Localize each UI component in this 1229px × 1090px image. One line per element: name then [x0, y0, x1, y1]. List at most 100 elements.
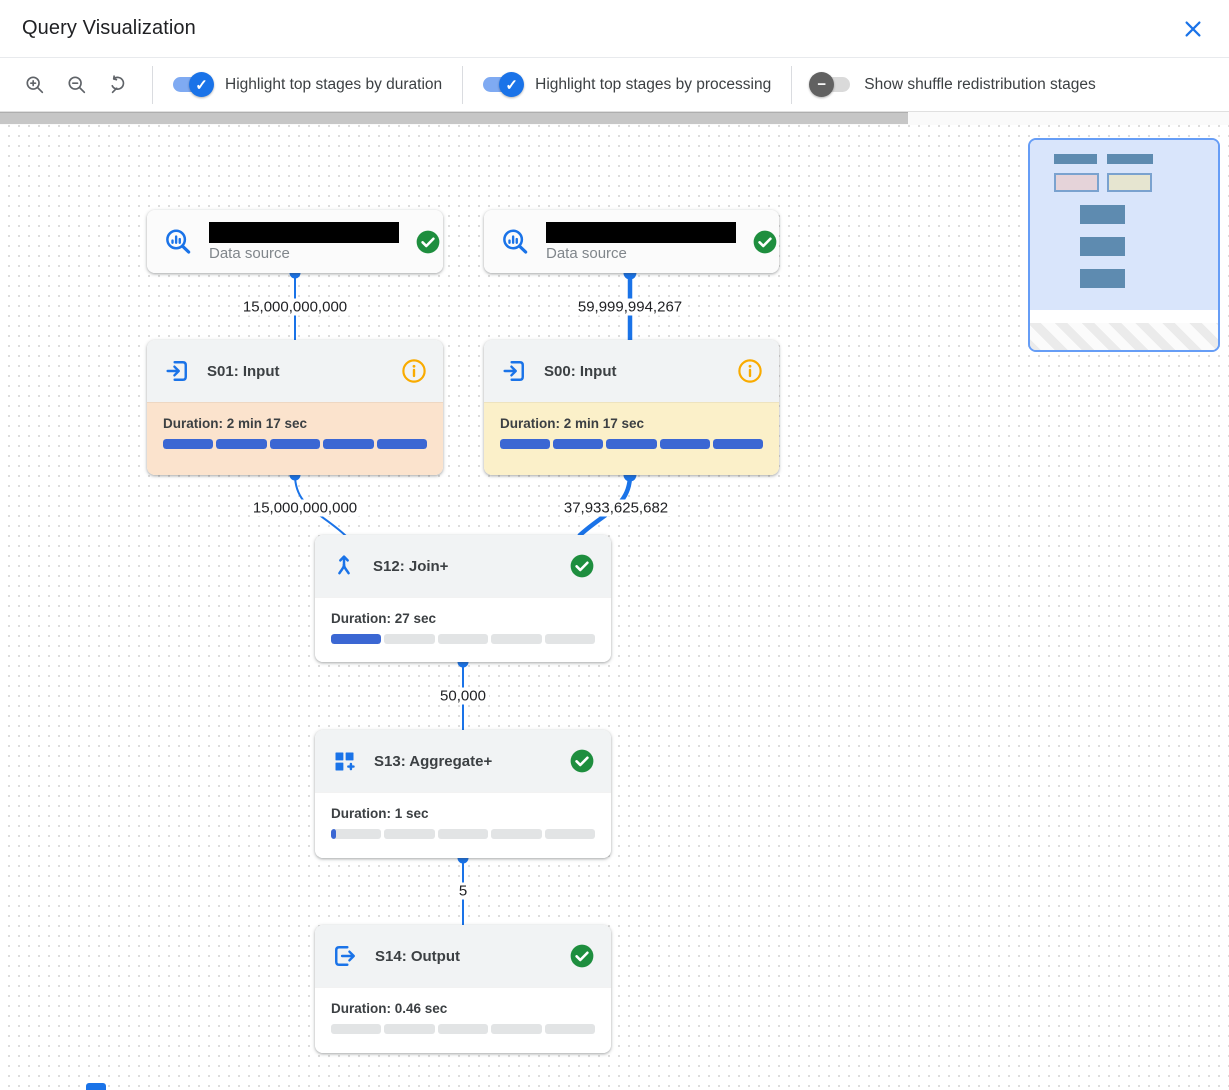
success-icon[interactable] [569, 553, 595, 579]
divider [152, 65, 153, 104]
minimap-node [1054, 173, 1099, 192]
progress-segment [491, 1024, 542, 1034]
stage-body: Duration: 0.46 sec [315, 987, 611, 1053]
success-icon[interactable] [569, 748, 595, 774]
divider [791, 65, 793, 104]
highlight-duration-toggle[interactable]: ✓ [173, 72, 214, 97]
data-source-icon [500, 227, 530, 257]
zoom-in-icon[interactable] [18, 68, 52, 102]
dialog-header: Query Visualization [0, 0, 1229, 57]
minimap-outside-band [1030, 310, 1218, 323]
reset-zoom-icon[interactable] [102, 68, 136, 102]
edge-row-count-label: 5 [455, 882, 471, 900]
stage-duration: Duration: 0.46 sec [331, 1001, 448, 1016]
success-icon [752, 229, 778, 255]
check-icon: ✓ [189, 72, 214, 97]
progress-segment [437, 1024, 489, 1034]
node-header: S01: Input [147, 340, 443, 402]
stage-title: S14: Output [375, 947, 460, 965]
success-icon[interactable] [569, 943, 595, 969]
progress-segment [437, 634, 489, 644]
stage-title: S01: Input [207, 362, 280, 380]
info-icon[interactable] [401, 358, 427, 384]
edge-row-count-label: 15,000,000,000 [239, 298, 351, 316]
minimap-node [1107, 173, 1152, 192]
progress-segment [376, 439, 428, 449]
minimap-viewport [1030, 140, 1218, 310]
aggregate-icon [331, 748, 358, 775]
progress-segment [606, 439, 657, 449]
page-title: Query Visualization [22, 17, 196, 39]
stage-body: Duration: 2 min 17 sec [147, 402, 443, 475]
node-header: Data source [147, 210, 443, 273]
toggle-label: Highlight top stages by duration [225, 75, 443, 93]
close-icon[interactable] [1179, 15, 1207, 43]
toggle-shuffle-group: − Show shuffle redistribution stages [798, 72, 1110, 97]
toggle-label: Show shuffle redistribution stages [864, 75, 1096, 93]
progress-segment [163, 439, 214, 449]
horizontal-scrollbar-thumb[interactable] [0, 112, 908, 124]
info-icon[interactable] [737, 358, 763, 384]
edge-row-count-label: 37,933,625,682 [560, 499, 672, 517]
node-s13[interactable]: S13: Aggregate+ Duration: 1 sec [315, 730, 611, 858]
node-header: S14: Output [315, 925, 611, 987]
minimap[interactable] [1028, 138, 1220, 352]
zoom-controls [8, 68, 146, 102]
progress-segment [331, 1024, 382, 1034]
duration-progress-bar [500, 439, 764, 449]
progress-segment [331, 829, 382, 839]
progress-segment [331, 634, 382, 644]
progress-segment [491, 829, 542, 839]
edge-row-count-label: 15,000,000,000 [249, 499, 361, 517]
stage-duration: Duration: 27 sec [331, 611, 437, 626]
progress-segment [500, 439, 551, 449]
progress-segment [544, 1024, 596, 1034]
progress-segment [323, 439, 374, 449]
progress-segment [712, 439, 764, 449]
zoom-out-icon[interactable] [60, 68, 94, 102]
progress-segment [437, 829, 489, 839]
redacted-table-name [546, 221, 736, 243]
check-icon: ✓ [499, 72, 525, 97]
node-header: S00: Input [484, 340, 779, 402]
cutoff-element [86, 1083, 106, 1090]
highlight-processing-toggle[interactable]: ✓ [483, 72, 525, 97]
minimap-node [1054, 154, 1097, 164]
progress-segment [553, 439, 604, 449]
stage-title: S00: Input [544, 362, 617, 380]
progress-segment [659, 439, 710, 449]
toolbar: ✓ Highlight top stages by duration ✓ Hig… [0, 57, 1229, 112]
stage-duration: Duration: 2 min 17 sec [163, 416, 308, 431]
progress-segment [491, 634, 542, 644]
minus-icon: − [809, 72, 835, 97]
node-s12[interactable]: S12: Join+ Duration: 27 sec [315, 535, 611, 662]
stage-title: S13: Aggregate+ [374, 752, 493, 770]
data-source-icon [163, 227, 193, 257]
node-datasource-2[interactable]: Data source [484, 210, 779, 273]
stage-body: Duration: 2 min 17 sec [484, 402, 779, 475]
minimap-node [1107, 154, 1153, 164]
duration-progress-bar [163, 439, 428, 449]
minimap-node [1080, 237, 1125, 256]
progress-segment [544, 634, 596, 644]
input-icon [163, 357, 191, 385]
node-datasource-1[interactable]: Data source [147, 210, 443, 273]
duration-progress-bar [331, 634, 596, 644]
stage-title: S12: Join+ [373, 557, 449, 575]
stage-body: Duration: 1 sec [315, 792, 611, 858]
input-icon [500, 357, 528, 385]
show-shuffle-toggle[interactable]: − [809, 72, 851, 97]
node-header: Data source [484, 210, 779, 273]
duration-progress-bar [331, 1024, 596, 1034]
success-icon [415, 229, 441, 255]
horizontal-scrollbar-track [0, 112, 1229, 125]
progress-segment [384, 1024, 435, 1034]
divider [462, 65, 464, 104]
stage-duration: Duration: 2 min 17 sec [500, 416, 645, 431]
toggle-duration-group: ✓ Highlight top stages by duration [159, 72, 456, 97]
progress-segment [544, 829, 596, 839]
